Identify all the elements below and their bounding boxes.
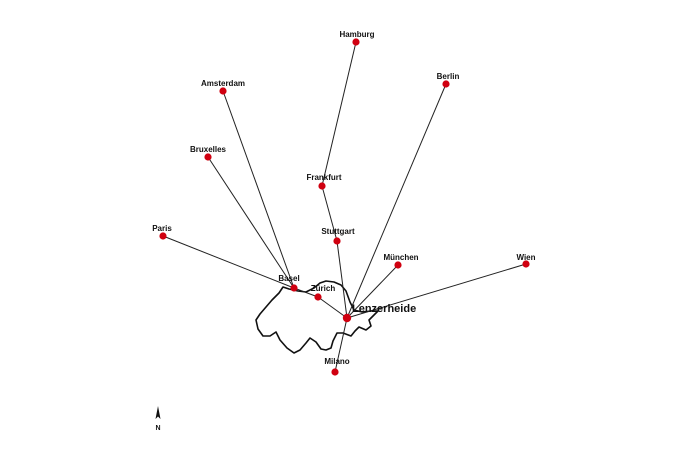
city-label-amsterdam: Amsterdam	[201, 79, 245, 88]
city-marker-hamburg[interactable]	[352, 38, 360, 46]
city-label-munchen: München	[383, 253, 418, 262]
route-hamburg-frankfurt	[321, 41, 357, 187]
route-wien-lenzerheide	[346, 263, 527, 319]
route-paris-basel	[162, 235, 295, 289]
city-label-berlin: Berlin	[437, 72, 460, 81]
city-marker-basel[interactable]	[290, 284, 298, 292]
city-markers	[159, 38, 530, 376]
city-label-stuttgart: Stuttgart	[321, 227, 355, 236]
route-amsterdam-basel	[222, 90, 295, 289]
city-marker-zurich[interactable]	[314, 293, 322, 301]
route-frankfurt-stuttgart	[321, 185, 338, 242]
city-label-lenzerheide: Lenzerheide	[352, 303, 416, 315]
city-label-wien: Wien	[516, 253, 535, 262]
north-label: N	[155, 425, 160, 432]
city-label-milano: Milano	[324, 357, 349, 366]
city-marker-stuttgart[interactable]	[333, 237, 341, 245]
city-label-hamburg: Hamburg	[339, 30, 374, 39]
city-labels: Lenzerheide HamburgBerlinAmsterdamBruxell…	[152, 30, 535, 366]
city-marker-amsterdam[interactable]	[219, 87, 227, 95]
city-label-bruxelles: Bruxelles	[190, 145, 227, 154]
route-munchen-lenzerheide	[346, 264, 399, 319]
city-marker-frankfurt[interactable]	[318, 182, 326, 190]
city-label-basel: Basel	[278, 274, 299, 283]
city-label-zurich: Zürich	[311, 284, 336, 293]
city-marker-paris[interactable]	[159, 232, 167, 240]
route-basel-zurich	[293, 287, 319, 298]
city-label-frankfurt: Frankfurt	[306, 173, 341, 182]
route-zurich-lenzerheide	[317, 296, 348, 319]
route-milano-lenzerheide	[334, 317, 348, 373]
north-arrow: N	[155, 406, 161, 432]
city-marker-lenzerheide[interactable]	[342, 313, 352, 323]
city-marker-bruxelles[interactable]	[204, 153, 212, 161]
city-label-paris: Paris	[152, 224, 172, 233]
route-stuttgart-lenzerheide	[336, 240, 348, 319]
north-arrow-icon	[155, 406, 161, 419]
city-marker-munchen[interactable]	[394, 261, 402, 269]
city-marker-milano[interactable]	[331, 368, 339, 376]
route-bruxelles-basel	[207, 156, 295, 289]
route-berlin-lenzerheide	[346, 83, 447, 319]
city-marker-berlin[interactable]	[442, 80, 450, 88]
route-lines	[162, 41, 527, 373]
city-marker-wien[interactable]	[522, 260, 530, 268]
